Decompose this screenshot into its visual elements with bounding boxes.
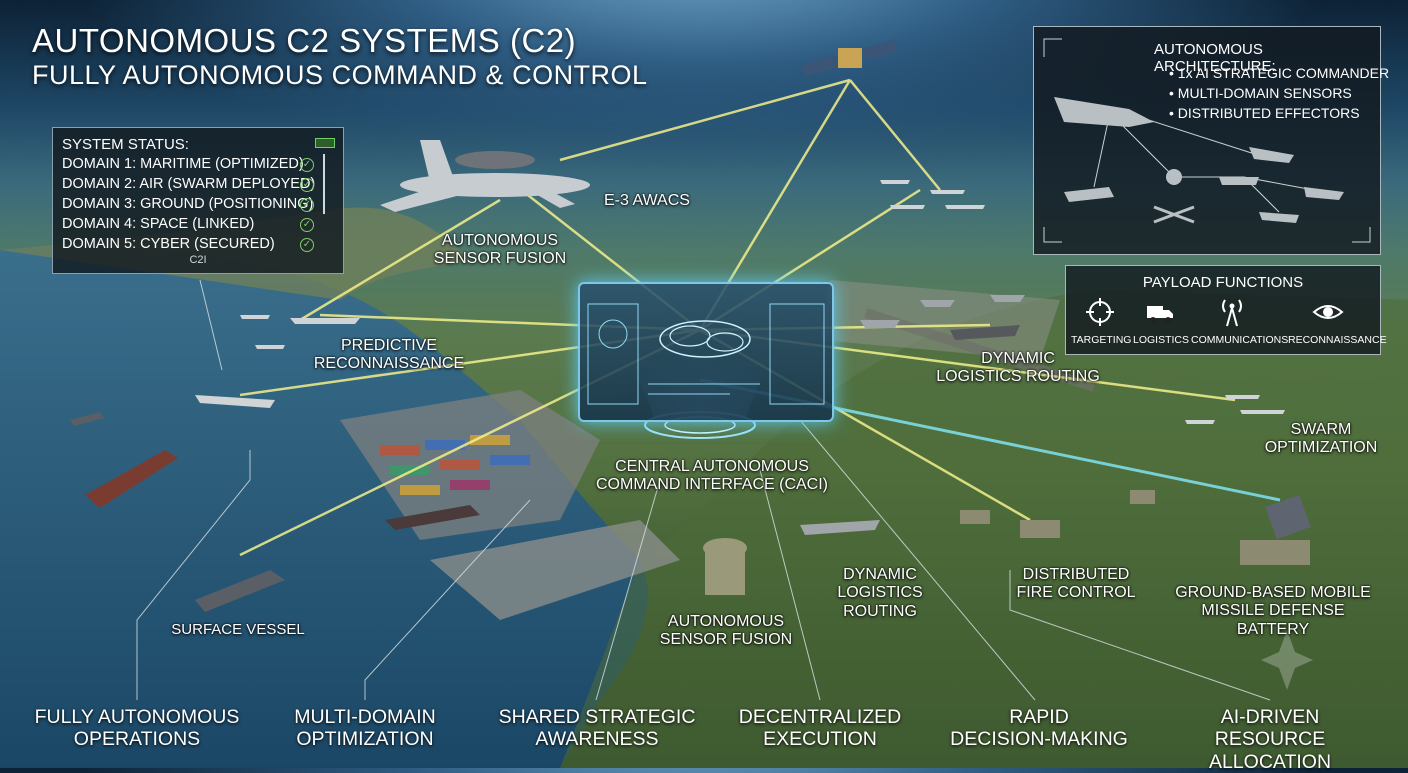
sparkle: [1261, 630, 1313, 690]
holo-screen-graphic: [587, 303, 825, 405]
airfield-jets: [800, 295, 1025, 535]
status-heading: SYSTEM STATUS:: [62, 136, 189, 153]
check-icon: ✓: [300, 238, 314, 252]
architecture-item: • 1x AI STRATEGIC COMMANDER: [1169, 65, 1390, 81]
architecture-panel: AUTONOMOUS ARCHITECTURE: • 1x AI STRATEG…: [1033, 26, 1389, 255]
land-right: [560, 290, 1408, 768]
sea: [0, 246, 648, 768]
check-icon: ✓: [300, 158, 314, 172]
battery-icon: [315, 138, 335, 148]
page-title: AUTONOMOUS C2 SYSTEMS (C2): [32, 22, 577, 59]
caption-connectors: [136, 279, 1271, 701]
containers: [380, 435, 530, 495]
eye-icon: [1312, 305, 1344, 319]
radar-dome: [703, 538, 747, 595]
payload-function-label: LOGISTICS: [1133, 334, 1190, 346]
architecture-diagram: [1043, 38, 1371, 243]
crosshair-icon: [1086, 298, 1114, 326]
status-row: DOMAIN 3: GROUND (POSITIONING): [62, 196, 314, 212]
drones: [195, 180, 1285, 424]
check-icon: ✓: [300, 178, 314, 192]
payload-function-label: COMMUNICATIONS: [1191, 334, 1289, 346]
payload-heading: PAYLOAD FUNCTIONS: [1142, 274, 1304, 291]
payload-functions-panel: PAYLOAD FUNCTIONS TARGETING LOGISTICS CO…: [1065, 265, 1387, 355]
slider-track: [323, 154, 325, 214]
payload-function-label: TARGETING: [1071, 334, 1132, 346]
architecture-item: • DISTRIBUTED EFFECTORS: [1169, 105, 1360, 121]
architecture-heading: AUTONOMOUS ARCHITECTURE:: [1154, 41, 1276, 75]
status-row: DOMAIN 2: AIR (SWARM DEPLOYED): [62, 176, 316, 192]
system-status-panel: SYSTEM STATUS: DOMAIN 1: MARITIME (OPTIM…: [52, 127, 344, 274]
label-awacs: E-3 AWACS: [604, 192, 690, 209]
truck-icon: [1147, 306, 1173, 323]
ships: [70, 412, 480, 612]
runway: [864, 308, 1096, 392]
check-icon: ✓: [300, 218, 314, 232]
status-row: DOMAIN 1: MARITIME (OPTIMIZED): [62, 156, 304, 172]
page-subtitle: FULLY AUTONOMOUS COMMAND & CONTROL: [32, 60, 648, 90]
status-footer: C2I: [189, 254, 207, 266]
awacs-aircraft: [380, 140, 590, 212]
airfield: [820, 280, 1060, 360]
antenna-icon: [1222, 299, 1242, 327]
central-holo-display: [578, 282, 834, 422]
status-row: DOMAIN 5: CYBER (SECURED): [62, 236, 275, 252]
label-surface-vessel: SURFACE VESSEL: [171, 621, 305, 638]
payload-function-label: RECONNAISSANCE: [1288, 334, 1387, 346]
architecture-item: • MULTI-DOMAIN SENSORS: [1169, 85, 1352, 101]
missile-battery: [960, 490, 1311, 565]
pier: [430, 520, 680, 620]
status-row: DOMAIN 4: SPACE (LINKED): [62, 216, 255, 232]
satellite: [802, 39, 898, 77]
check-icon: ✓: [300, 198, 314, 212]
